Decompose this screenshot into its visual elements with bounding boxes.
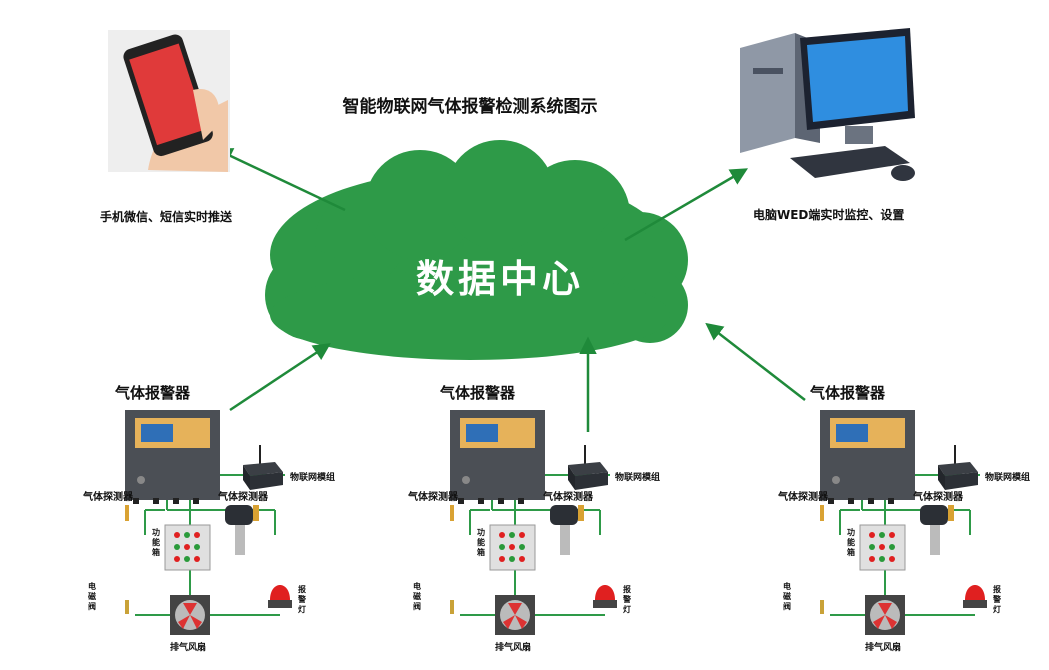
solenoid-valve-label: 电磁阀: [88, 582, 96, 611]
iot-module-label: 物联网模组: [290, 473, 336, 483]
exhaust-fan-icon: [170, 595, 210, 635]
alarm-group-3: 气体报警器 物联网模组 气体探测器 气体探测器 功能箱 电磁阀 排气风扇 报警灯: [778, 384, 1049, 670]
exhaust-fan-icon: [495, 595, 535, 635]
phone-caption: 手机微信、短信实时推送: [100, 210, 233, 224]
detector-left-label: 气体探测器: [778, 492, 828, 503]
gas-detector-left-icon: [125, 505, 129, 521]
iot-module-icon: [938, 445, 978, 490]
detector-right-label: 气体探测器: [218, 492, 268, 503]
solenoid-valve-label: 电磁阀: [783, 582, 791, 611]
iot-module-icon: [568, 445, 608, 490]
gas-alarm-controller-icon: [820, 410, 915, 504]
phone-in-hand-icon: [108, 30, 230, 172]
gas-alarm-controller-icon: [450, 410, 545, 504]
solenoid-valve-icon: [125, 600, 129, 614]
gas-detector-left-icon: [820, 505, 824, 521]
gas-detector-right-icon: [550, 505, 584, 555]
detector-left-label: 气体探测器: [83, 492, 133, 503]
alarm-lamp-label: 报警灯: [993, 585, 1001, 614]
exhaust-fan-icon: [865, 595, 905, 635]
gas-alarm-controller-icon: [125, 410, 220, 504]
function-box-icon: [859, 524, 906, 571]
exhaust-fan-label: 排气风扇: [495, 643, 532, 653]
gas-detector-right-icon: [225, 505, 259, 555]
alarm-lamp-icon: [268, 585, 292, 608]
solenoid-valve-icon: [450, 600, 454, 614]
computer-caption: 电脑WED端实时监控、设置: [753, 208, 905, 222]
alarm-group-2: 气体报警器 物联网模组 气体探测器 气体探测器 功能箱 电磁阀 排气风扇 报警灯: [408, 384, 780, 670]
diagram-title: 智能物联网气体报警检测系统图示: [342, 97, 598, 117]
function-box-icon: [164, 524, 211, 571]
function-box-label: 功能箱: [152, 528, 160, 557]
alarm-lamp-label: 报警灯: [298, 585, 306, 614]
detector-right-label: 气体探测器: [543, 492, 593, 503]
arrow-from-group-1: [229, 343, 331, 412]
exhaust-fan-label: 排气风扇: [865, 643, 902, 653]
arrow-to-computer: [624, 168, 749, 242]
exhaust-fan-label: 排气风扇: [170, 643, 207, 653]
alarm-lamp-label: 报警灯: [623, 585, 631, 614]
arrow-from-group-3: [705, 322, 806, 401]
arrow-to-phone: [214, 148, 346, 212]
detector-right-label: 气体探测器: [913, 492, 963, 503]
iot-module-icon: [243, 445, 283, 490]
iot-module-label: 物联网模组: [985, 473, 1031, 483]
function-box-label: 功能箱: [847, 528, 855, 557]
gas-detector-right-icon: [920, 505, 954, 555]
function-box-label: 功能箱: [477, 528, 485, 557]
gas-alarm-title: 气体报警器: [440, 384, 516, 402]
solenoid-valve-label: 电磁阀: [413, 582, 421, 611]
gas-alarm-title: 气体报警器: [115, 384, 191, 402]
desktop-computer-icon: [735, 18, 925, 188]
gas-detector-left-icon: [450, 505, 454, 521]
alarm-group-1: 气体报警器 物联网模组 气体探测器 气体探测器 功能箱 电磁阀 排气风扇 报警灯: [83, 384, 455, 670]
alarm-lamp-icon: [963, 585, 987, 608]
iot-module-label: 物联网模组: [615, 473, 661, 483]
function-box-icon: [489, 524, 536, 571]
detector-left-label: 气体探测器: [408, 492, 458, 503]
gas-alarm-title: 气体报警器: [810, 384, 886, 402]
alarm-lamp-icon: [593, 585, 617, 608]
solenoid-valve-icon: [820, 600, 824, 614]
data-center-label: 数据中心: [415, 257, 584, 301]
data-center-cloud: [265, 140, 688, 360]
